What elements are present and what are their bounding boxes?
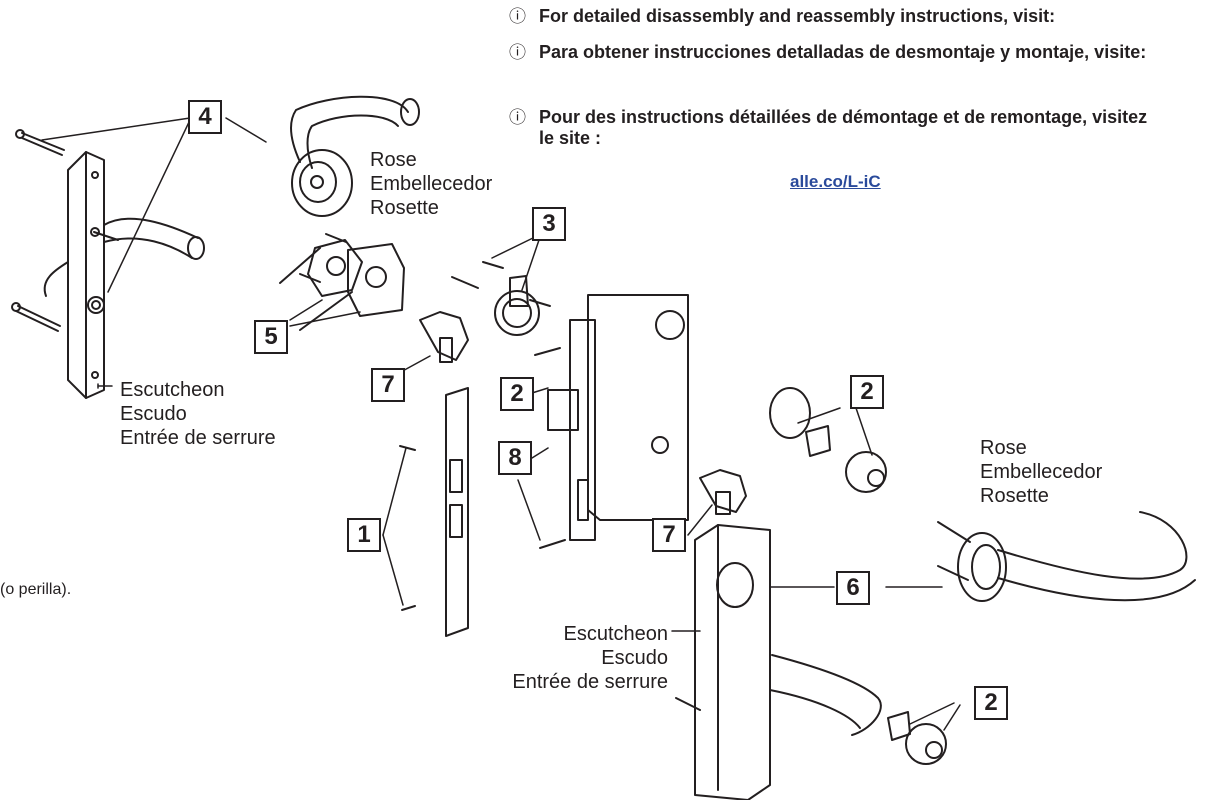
label-line: Escudo xyxy=(120,403,187,425)
screw-bottom-left xyxy=(11,302,61,332)
note-french: ⓘ Pour des instructions détaillées de dé… xyxy=(509,107,1149,149)
rose-label-top: Rose Embellecedor Rosette xyxy=(370,148,492,220)
cylinder-upper xyxy=(805,425,887,493)
callout-7-left: 7 xyxy=(371,368,405,402)
escutcheon-plate-bottom xyxy=(675,524,882,800)
note-spanish: ⓘ Para obtener instrucciones detalladas … xyxy=(509,42,1149,63)
label-line: Escudo xyxy=(601,647,668,669)
thumbturn xyxy=(494,275,551,336)
note-text: Para obtener instrucciones detalladas de… xyxy=(539,42,1147,62)
strike-plate xyxy=(399,387,469,637)
mounting-plate xyxy=(279,239,363,331)
cylinder-ring xyxy=(769,387,811,439)
label-line: Rose xyxy=(980,437,1027,459)
escutcheon-label-bottom: Escutcheon Escudo Entrée de serrure xyxy=(506,622,668,694)
info-icon: ⓘ xyxy=(509,7,526,26)
label-line: Entrée de serrure xyxy=(512,671,668,693)
callout-2-mortise: 2 xyxy=(500,377,534,411)
info-icon: ⓘ xyxy=(509,108,526,127)
callout-5: 5 xyxy=(254,320,288,354)
callout-6: 6 xyxy=(836,571,870,605)
callout-2-lower: 2 xyxy=(974,686,1008,720)
rose-plate-square xyxy=(347,243,405,317)
leader-lines xyxy=(41,117,961,731)
hub-spindle-right xyxy=(699,469,747,515)
rose-label-right: Rose Embellecedor Rosette xyxy=(980,436,1102,508)
instructions-link[interactable]: alle.co/L-iC xyxy=(790,172,881,191)
label-line: Embellecedor xyxy=(370,173,493,195)
label-line: Rose xyxy=(370,149,417,171)
hub-spindle-left xyxy=(419,311,469,363)
cylinder-lower xyxy=(887,711,947,765)
lever-left xyxy=(43,217,205,297)
callout-3: 3 xyxy=(532,207,566,241)
note-text: For detailed disassembly and reassembly … xyxy=(539,6,1056,26)
mortise-lock-body xyxy=(534,294,689,549)
screw-top-left xyxy=(15,129,65,156)
escutcheon-plate-left xyxy=(67,151,119,399)
callout-7-right: 7 xyxy=(652,518,686,552)
note-text: Pour des instructions détaillées de démo… xyxy=(539,107,1148,148)
note-english: ⓘ For detailed disassembly and reassembl… xyxy=(509,6,1209,27)
label-line: Escutcheon xyxy=(120,379,225,401)
escutcheon-label-left: Escutcheon Escudo Entrée de serrure xyxy=(120,378,276,450)
label-line: Embellecedor xyxy=(980,461,1103,483)
screws-small-top xyxy=(299,233,504,289)
label-line: Entrée de serrure xyxy=(120,427,276,449)
callout-8: 8 xyxy=(498,441,532,475)
info-icon: ⓘ xyxy=(509,43,526,62)
lever-top xyxy=(290,95,420,217)
label-line: Rosette xyxy=(980,485,1049,507)
callout-4: 4 xyxy=(188,100,222,134)
text-fragment: (o perilla). xyxy=(0,581,72,598)
callout-2-cylinder: 2 xyxy=(850,375,884,409)
label-line: Escutcheon xyxy=(563,623,668,645)
label-line: Rosette xyxy=(370,197,439,219)
lever-right xyxy=(937,511,1196,602)
callout-1: 1 xyxy=(347,518,381,552)
